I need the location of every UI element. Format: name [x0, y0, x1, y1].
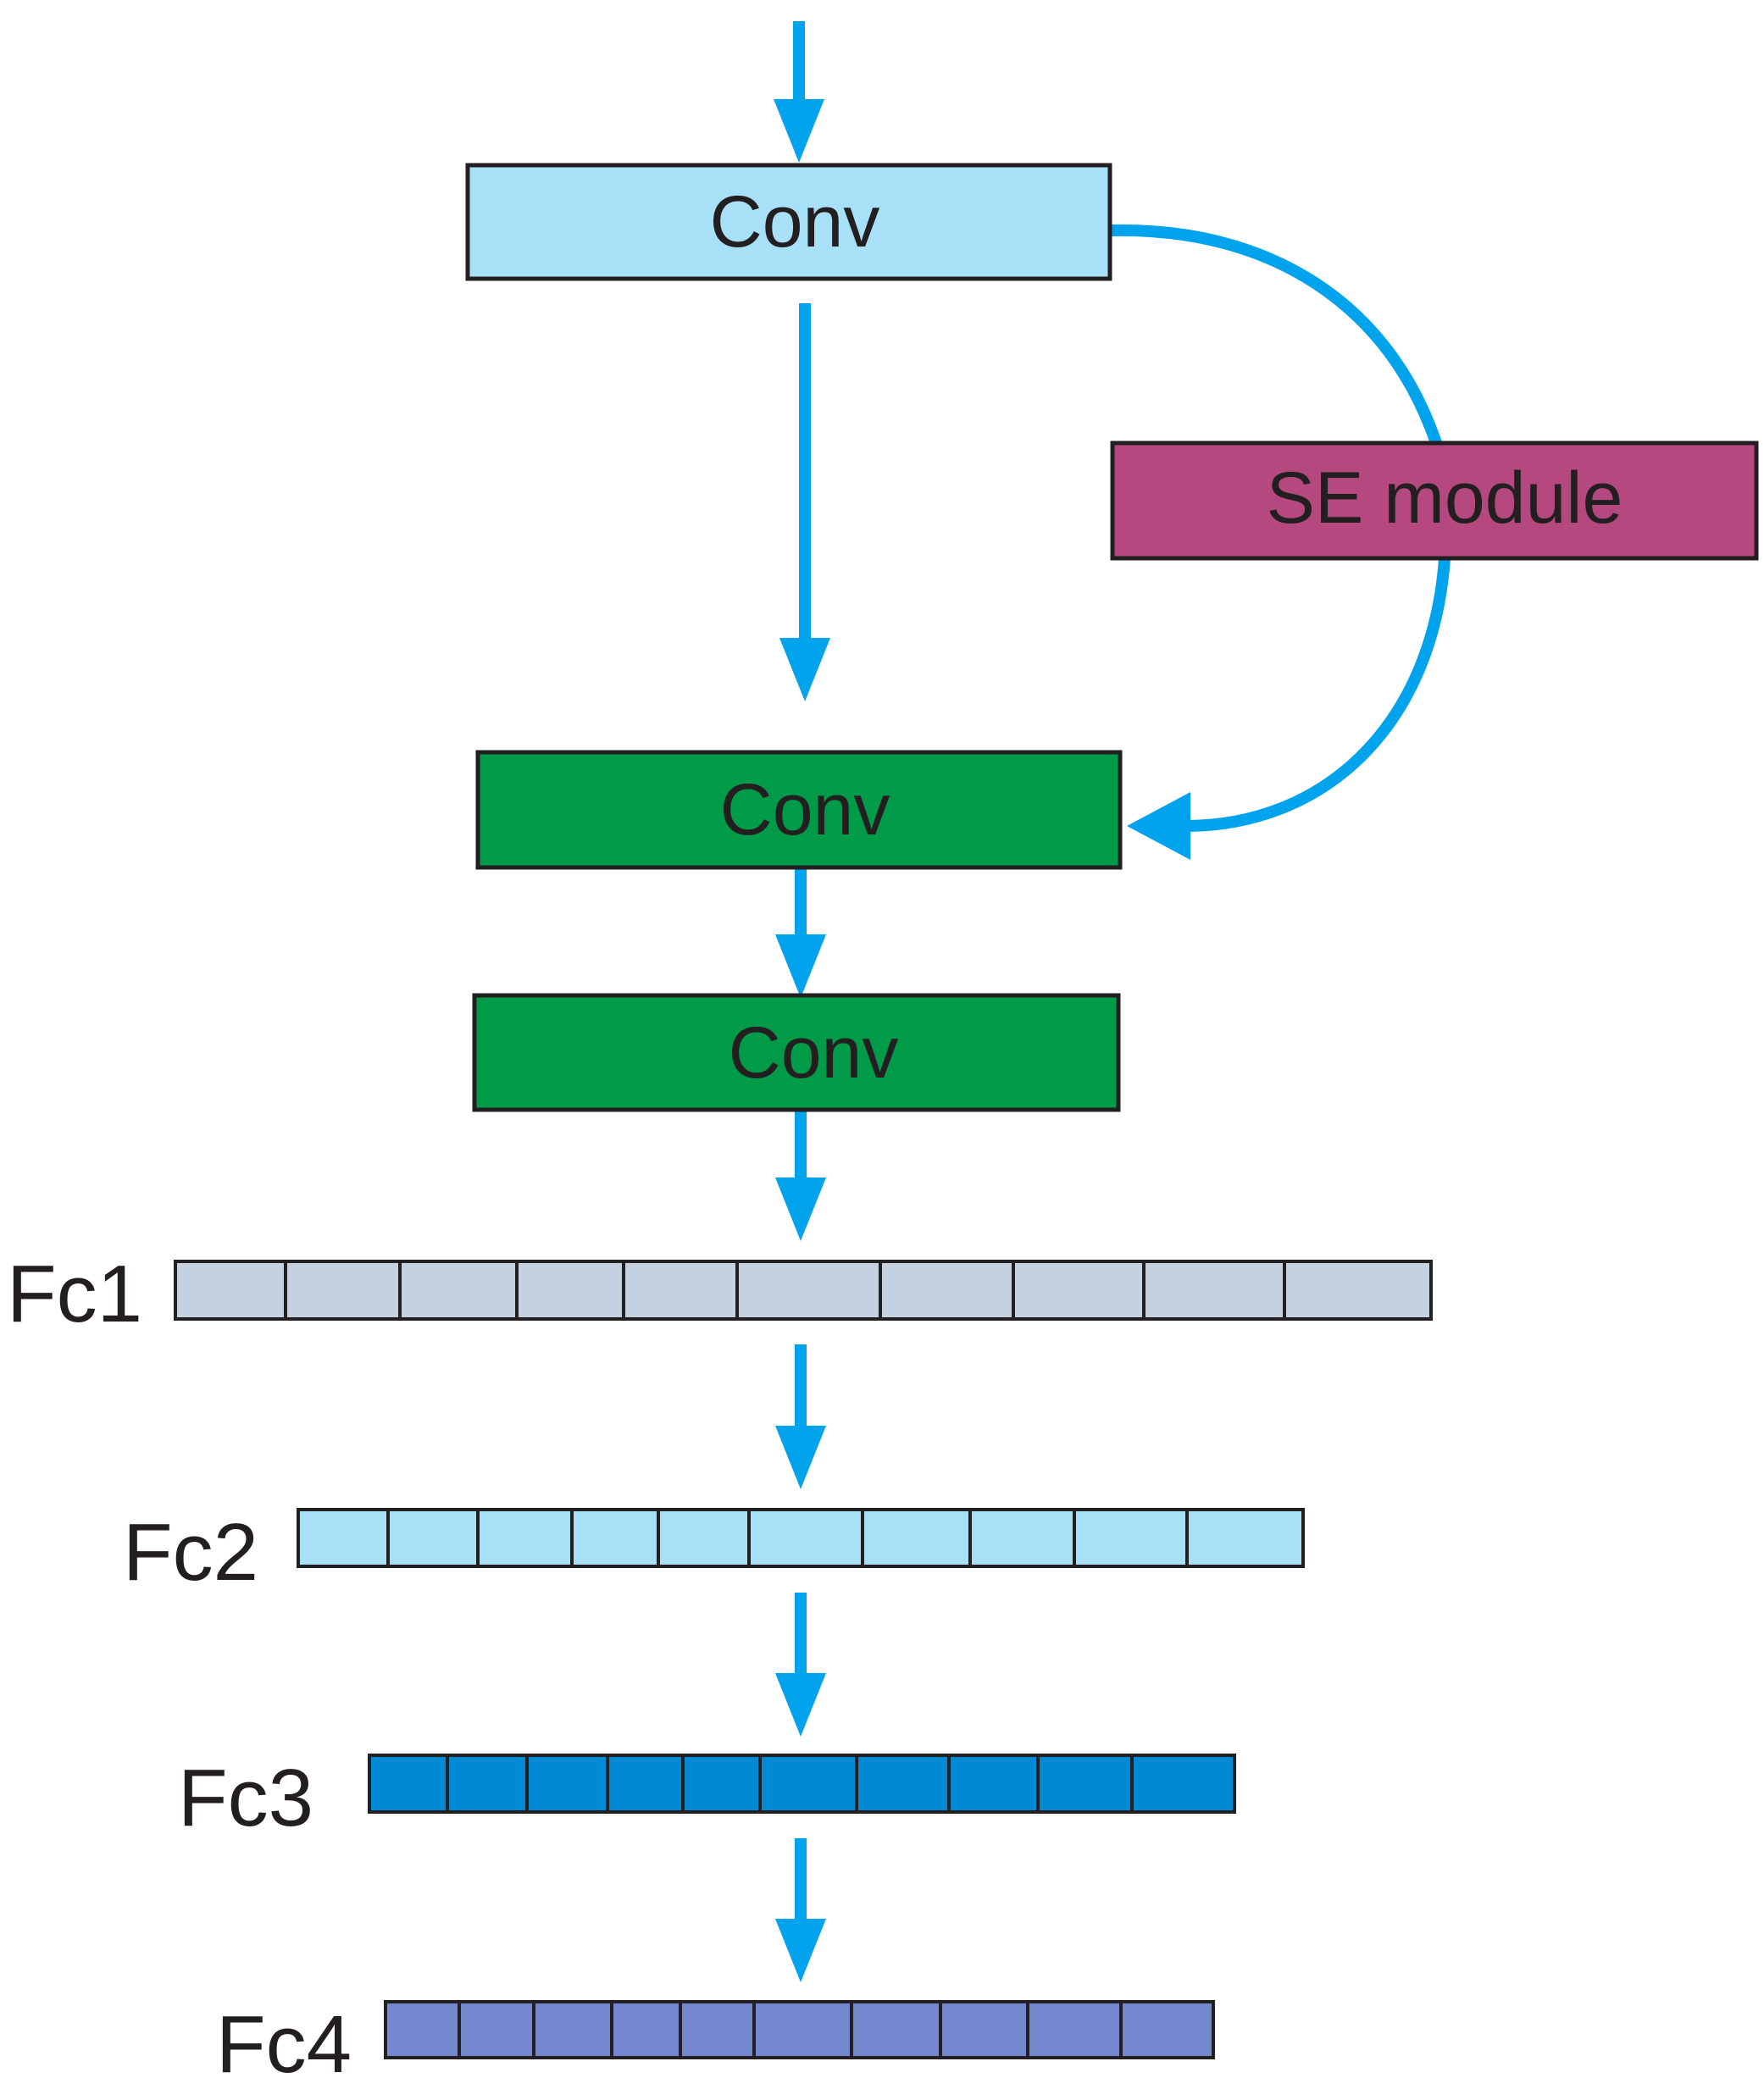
se-module-block: SE module — [1110, 441, 1759, 561]
conv-block-middle-label: Conv — [720, 769, 890, 851]
fc-layer-2-label: Fc2 — [123, 1507, 258, 1598]
fc-layer-4-cell — [384, 2000, 461, 2059]
fc-layer-3-label: Fc3 — [178, 1753, 313, 1843]
conv-block-lower-label: Conv — [729, 1012, 899, 1094]
fc-layer-4: Fc4 — [216, 1999, 1215, 2078]
fc-layer-2-cell — [968, 1508, 1076, 1568]
fc-layer-3-cell — [525, 1754, 609, 1814]
conv-block-middle: Conv — [475, 750, 1123, 870]
se-module-box — [1110, 441, 1759, 561]
fc-layer-2-cell — [1073, 1508, 1189, 1568]
conv-block-lower: Conv — [472, 993, 1121, 1112]
fc-layer-2: Fc2 — [123, 1507, 1305, 1598]
fc-layer-4-cell — [752, 2000, 853, 2059]
fc-layer-3-cell — [446, 1754, 529, 1814]
fc-layer-1-cell — [735, 1260, 882, 1321]
arrow-fc3-to-fc4-head — [775, 1919, 826, 1982]
fc-layer-2-cell — [1185, 1508, 1305, 1568]
fc-layer-1-cells — [174, 1260, 1433, 1321]
fc-layer-1-label: Fc1 — [7, 1249, 142, 1339]
fc-layer-1-cell — [174, 1260, 287, 1321]
fc-layer-4-cell — [458, 2000, 535, 2059]
fc-layer-1-cell — [398, 1260, 519, 1321]
fc-layer-3-cell — [855, 1754, 951, 1814]
fc-layer-3: Fc3 — [178, 1753, 1236, 1843]
fc-layer-4-cell — [850, 2000, 942, 2059]
se-module-label: SE module — [1267, 457, 1623, 539]
fc-layer-3-cells — [368, 1754, 1236, 1814]
fc-layer-3-cell — [758, 1754, 858, 1814]
fc-layer-1-cell — [1283, 1260, 1433, 1321]
fc-layer-2-cells — [297, 1508, 1305, 1568]
arrow-fc1-to-fc2-head — [775, 1426, 826, 1489]
fc-layer-2-cell — [747, 1508, 864, 1568]
fc-layer-2-cell — [476, 1508, 574, 1568]
curve-se-to-conv — [1185, 558, 1451, 832]
fc-layer-4-cells — [384, 2000, 1215, 2059]
fc-layer-4-cell — [1026, 2000, 1123, 2059]
arrow-fc2-to-fc3-head — [775, 1673, 826, 1737]
fc-layer-1-cell — [622, 1260, 739, 1321]
curve-se-to-conv-head — [1127, 792, 1190, 860]
fc-layer-4-cell — [679, 2000, 756, 2059]
conv-block-top: Conv — [465, 163, 1112, 281]
fc-layer-2-cell — [386, 1508, 480, 1568]
arrow-low-to-fc1-head — [775, 1178, 826, 1241]
fc-layer-4-cell — [1119, 2000, 1215, 2059]
fc-layer-2-cell — [657, 1508, 751, 1568]
arrow-mid-to-low-head — [775, 934, 826, 998]
conv-block-lower-box — [472, 993, 1121, 1112]
fc-layer-2-cell — [297, 1508, 390, 1568]
fc-layer-4-cell — [939, 2000, 1029, 2059]
fc-layer-3-cell — [681, 1754, 762, 1814]
fc-layer-4-cell — [532, 2000, 613, 2059]
fc-layer-3-cell — [606, 1754, 685, 1814]
fc-layer-3-cell — [947, 1754, 1040, 1814]
arrow-input-head — [774, 99, 824, 163]
fc-layer-1-cell — [515, 1260, 625, 1321]
arrow-conv-top-to-mid-head — [779, 638, 830, 701]
fc-layer-4-label: Fc4 — [216, 1999, 352, 2078]
fc-layer-3-cell — [368, 1754, 449, 1814]
fc-layer-4-cell — [610, 2000, 682, 2059]
curve-conv-to-se — [1111, 224, 1442, 446]
fc-layer-1-cell — [879, 1260, 1015, 1321]
fc-layer-3-cell — [1036, 1754, 1134, 1814]
fc-layer-1-cell — [284, 1260, 402, 1321]
conv-block-top-box — [465, 163, 1112, 281]
conv-block-top-label: Conv — [710, 181, 880, 263]
fc-layer-3-cell — [1130, 1754, 1236, 1814]
fc-layer-2-cell — [861, 1508, 972, 1568]
fc-layer-2-cell — [570, 1508, 660, 1568]
fc-layer-1: Fc1 — [7, 1249, 1433, 1339]
fc-layer-1-cell — [1142, 1260, 1286, 1321]
conv-block-middle-box — [475, 750, 1123, 870]
flow-arrows — [774, 21, 1451, 1982]
fc-layer-1-cell — [1012, 1260, 1145, 1321]
